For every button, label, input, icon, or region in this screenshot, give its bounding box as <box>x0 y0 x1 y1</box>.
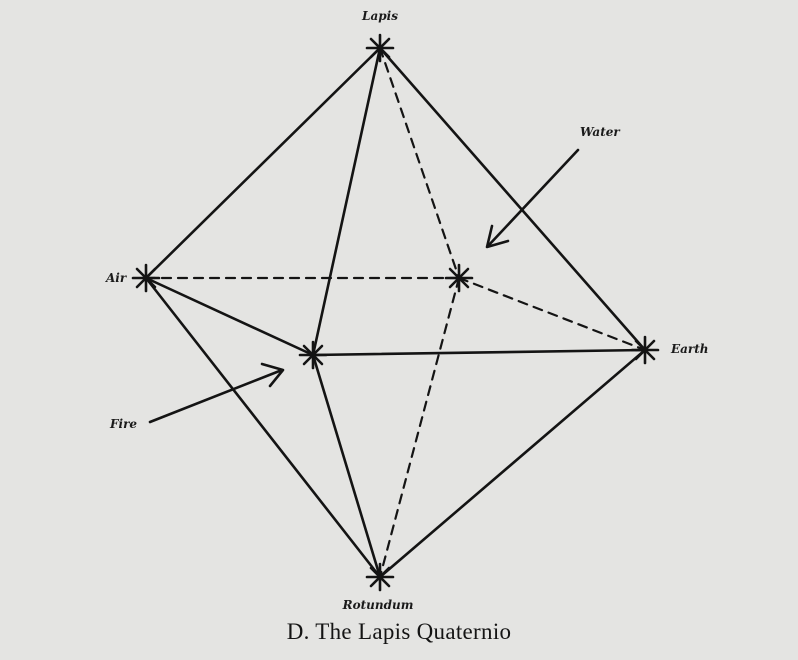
edge-water-earth <box>457 276 647 352</box>
figure-caption: D. The Lapis Quaternio <box>286 619 512 644</box>
label-lapis: Lapis <box>361 9 398 23</box>
edge-lapis-fire <box>311 46 382 357</box>
edge-air-fire <box>144 276 315 357</box>
solid-edges <box>144 46 647 579</box>
vertex-marker-air <box>131 263 161 293</box>
vertex-marker-lapis <box>365 33 395 63</box>
label-fire: Fire <box>109 417 137 431</box>
edge-lapis-earth <box>378 46 647 352</box>
vertex-marker-fire <box>298 340 328 370</box>
edge-lapis-water <box>378 46 461 280</box>
dashed-edges <box>144 46 647 579</box>
edge-water-rotundum <box>378 276 461 579</box>
edge-lapis-air <box>144 46 382 280</box>
vertex-marker-earth <box>630 335 660 365</box>
vertex-marker-rotundum <box>365 562 395 592</box>
label-air: Air <box>105 271 128 285</box>
label-water: Water <box>580 125 621 139</box>
label-earth: Earth <box>670 342 709 356</box>
edge-fire-rotundum <box>311 353 382 579</box>
vertex-marker-water <box>444 263 474 293</box>
label-rotundum: Rotundum <box>342 598 414 612</box>
edge-fire-earth <box>311 348 647 357</box>
edge-air-rotundum <box>144 276 382 579</box>
fire-pointer-arrow <box>148 362 285 424</box>
edge-earth-rotundum <box>378 348 647 579</box>
water-pointer-arrow <box>485 148 580 249</box>
